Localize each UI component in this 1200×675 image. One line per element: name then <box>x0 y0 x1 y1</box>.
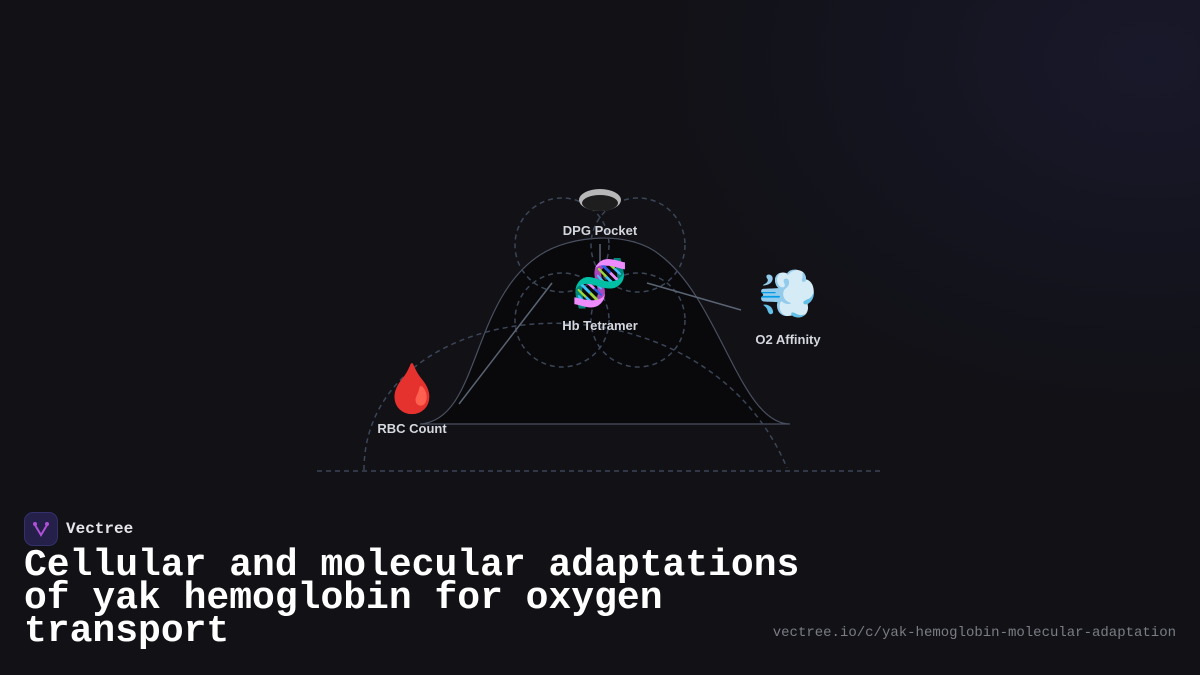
node-label-o2-affinity: O2 Affinity <box>755 332 821 347</box>
node-label-rbc-count: RBC Count <box>377 421 447 436</box>
dashed-circle <box>590 197 686 293</box>
brand: Vectree <box>24 512 133 546</box>
dashed-circle <box>514 272 610 368</box>
dashing-wind-icon: 💨 <box>758 268 818 321</box>
dna-icon: 🧬 <box>571 257 629 309</box>
bell-curve-mound <box>419 237 791 425</box>
node-label-dpg-pocket: DPG Pocket <box>562 223 638 238</box>
dashed-circle <box>590 272 686 368</box>
vectree-logo <box>24 512 58 546</box>
vectree-branch-icon <box>33 522 49 537</box>
brand-name: Vectree <box>66 520 134 538</box>
dashed-circle <box>514 197 610 293</box>
dashed-arc <box>363 322 788 471</box>
blood-drop-icon: 🩸 <box>382 363 442 416</box>
connector-rbc-hb <box>458 282 553 405</box>
node-label-hb-tetramer: Hb Tetramer <box>562 318 638 333</box>
hole-icon <box>579 189 621 211</box>
source-url: vectree.io/c/yak-hemoglobin-molecular-ad… <box>772 625 1176 641</box>
connector-hb-o2 <box>646 282 742 311</box>
page-title: Cellular and molecular adaptations of ya… <box>24 544 800 653</box>
